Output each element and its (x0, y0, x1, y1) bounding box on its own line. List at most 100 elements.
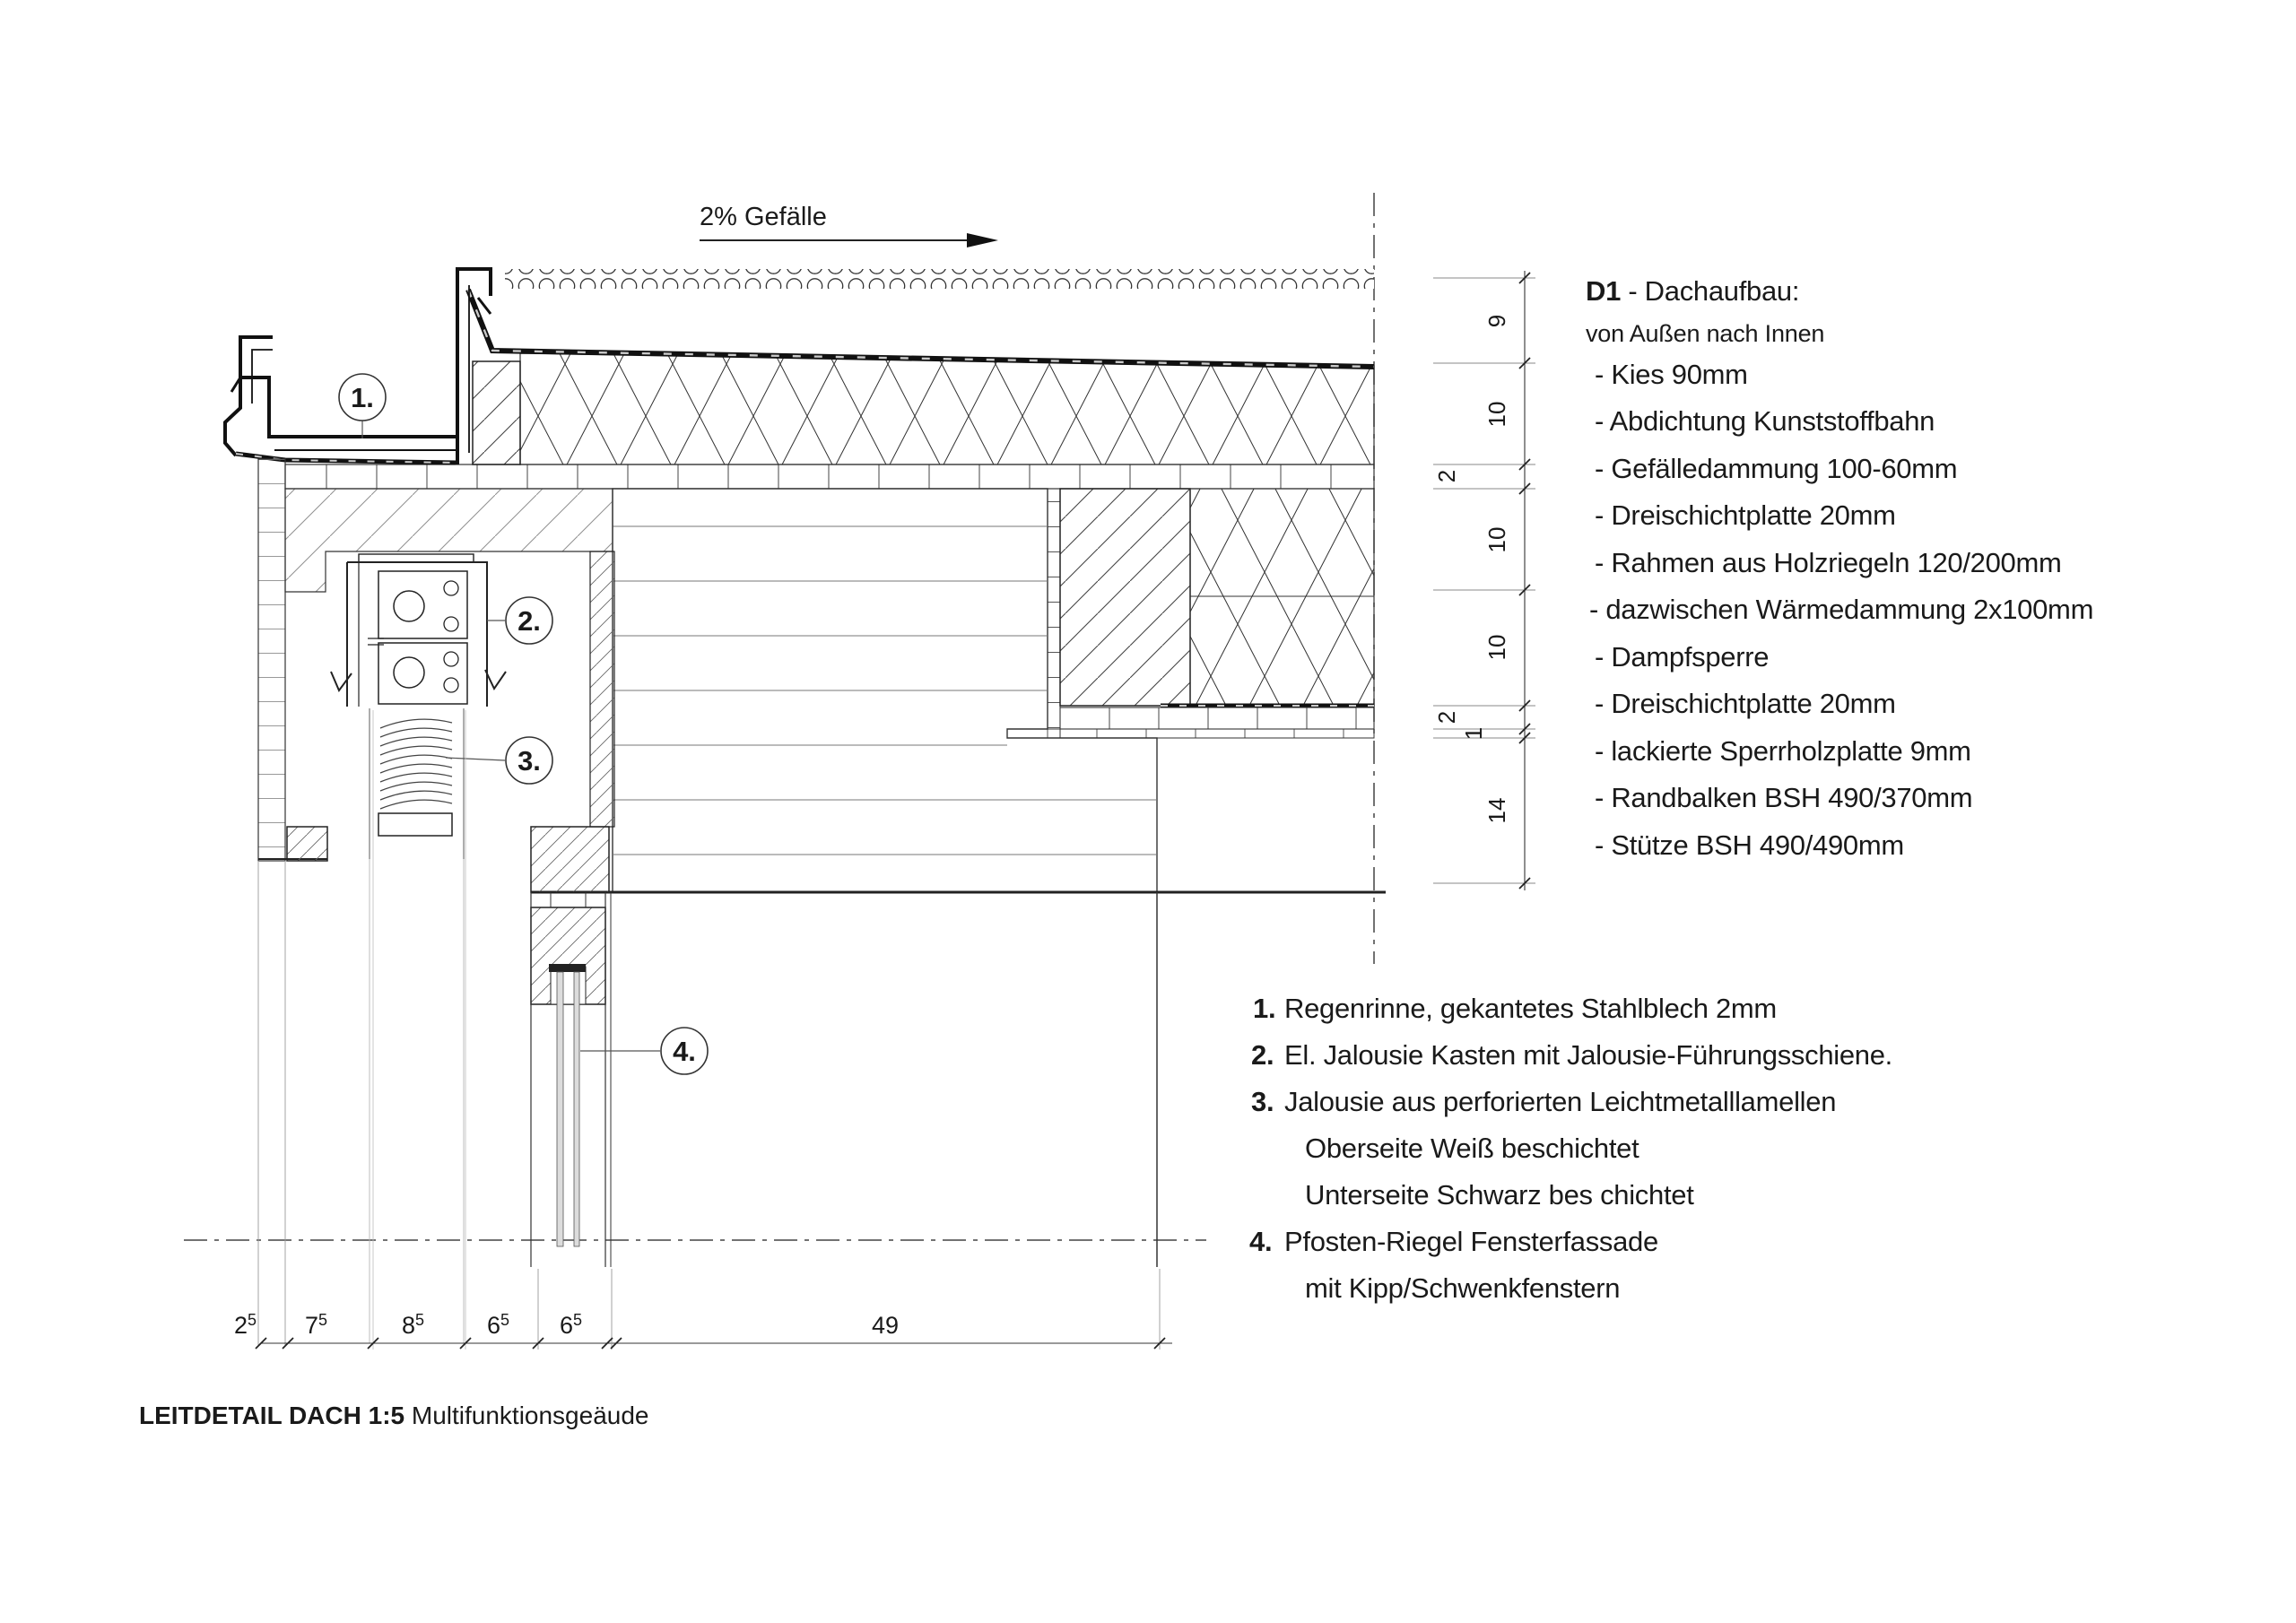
sheet-title: LEITDETAIL DACH 1:5 Multifunktionsgeäude (139, 1402, 649, 1429)
dim-b3: 85 (402, 1311, 424, 1339)
guide-bracket-block (286, 826, 328, 862)
box-mount-rail (358, 553, 474, 563)
beam-laminations (613, 525, 1157, 855)
note-3b: Oberseite Weiß beschichtet (1305, 1133, 1639, 1164)
legend-subtitle: von Außen nach Innen (1586, 320, 1824, 347)
inner-face-strip (589, 551, 615, 828)
legend-title: D1 - Dachaufbau: (1586, 275, 1799, 307)
note-3c: Unterseite Schwarz bes chichtet (1305, 1179, 1694, 1211)
callout-4-circle (660, 1027, 709, 1075)
edge-board-strip (1047, 488, 1061, 739)
gutter-hook-left (230, 377, 242, 393)
dimension-chain-right: 9 10 2 10 10 2 1 14 (1433, 271, 1535, 890)
callout-1-label: 1. (351, 382, 374, 413)
dim-b5: 65 (560, 1311, 582, 1339)
motor-upper-bolt-1 (443, 580, 459, 596)
note-2: 2.El. Jalousie Kasten mit Jalousie-Führu… (1251, 1039, 1892, 1071)
dim-b6: 49 (872, 1312, 899, 1339)
dimension-chain-bottom: 25 75 85 65 65 49 (234, 710, 1172, 1350)
legend-item-6: - dazwischen Wärmedammung 2x100mm (1589, 594, 2093, 625)
jalousie-box-outline (346, 561, 488, 707)
dim-b4: 65 (487, 1311, 509, 1339)
slope-annotation: 2% Gefälle (700, 203, 998, 247)
callout-3-circle (505, 736, 553, 785)
callout-2-circle (505, 596, 553, 645)
dim-r1: 9 (1483, 315, 1510, 327)
note-4b: mit Kipp/Schwenkfenstern (1305, 1272, 1620, 1304)
dim-r7: 1 (1460, 727, 1487, 740)
gutter-upstand (456, 267, 492, 464)
dim-ext-guides (372, 710, 466, 1350)
lamella-stack (379, 718, 453, 810)
dim-ext-right (537, 1269, 1161, 1350)
dim-ticks (255, 1337, 1166, 1350)
edge-wood-blocking (472, 360, 521, 465)
legend-item-5: - Rahmen aus Holzriegeln 120/200mm (1595, 547, 2062, 578)
motor-upper-bolt-2 (443, 616, 459, 632)
dim-r5: 10 (1483, 635, 1510, 661)
glazing-cap-profile (549, 964, 586, 972)
dim-ext-lines (1433, 277, 1535, 884)
holzriegel-rail (1059, 488, 1191, 707)
dim-r6: 2 (1433, 711, 1460, 724)
dim-r8: 14 (1483, 798, 1510, 824)
dreischichtplatte-top (284, 464, 1375, 490)
abdichtung-membrane (465, 288, 1375, 369)
motor-lower-bolt-1 (443, 651, 459, 667)
dim-b1: 25 (234, 1311, 257, 1339)
dreischichtplatte-ceiling (1059, 707, 1375, 730)
legend-item-9: - lackierte Sperrholzplatte 9mm (1595, 735, 1971, 767)
callout-4-label: 4. (673, 1036, 696, 1067)
roof-package (284, 288, 1375, 490)
right-roof-cavity (1006, 488, 1375, 739)
glazing-pocket (550, 966, 587, 1005)
slope-label: 2% Gefälle (700, 203, 827, 231)
legend-item-10: - Randbalken BSH 490/370mm (1595, 782, 1972, 813)
callout-3-leader (445, 757, 506, 761)
dim-r3: 2 (1433, 470, 1460, 482)
callouts: 1. 2. 3. 4. (338, 373, 709, 1075)
motor-lower-axle (393, 656, 425, 689)
note-1: 1.Regenrinne, gekantetes Stahlblech 2mm (1253, 993, 1777, 1024)
abdichtung-membrane-dashes (466, 289, 1375, 369)
legend-item-11: - Stütze BSH 490/490mm (1595, 829, 1904, 861)
legend-item-8: - Dreischichtplatte 20mm (1595, 688, 1896, 719)
motor-gap-ticks (368, 638, 384, 646)
legend-item-4: - Dreischichtplatte 20mm (1595, 499, 1896, 531)
movement-arrow-right (484, 669, 507, 690)
slope-arrow-head (967, 233, 998, 247)
gefaelledaemmung-insulation (519, 352, 1375, 465)
left-fascia (257, 458, 327, 1345)
legend-block: D1 - Dachaufbau: von Außen nach Innen - … (1586, 275, 2093, 861)
motor-lower-bolt-2 (443, 677, 459, 693)
outer-drip-flashing-inner (251, 349, 273, 404)
notes-block: 1.Regenrinne, gekantetes Stahlblech 2mm … (1249, 993, 1892, 1304)
legend-item-3: - Gefälledammung 100-60mm (1595, 453, 1957, 484)
dim-b2: 75 (305, 1311, 327, 1339)
note-4: 4.Pfosten-Riegel Fensterfassade (1249, 1226, 1658, 1257)
motor-upper-axle (393, 590, 425, 622)
sperrholzplatte-ceiling (1006, 728, 1375, 739)
note-3: 3.Jalousie aus perforierten Leichtmetall… (1251, 1086, 1836, 1117)
window-head-block (530, 826, 610, 893)
outer-drip-flashing (223, 335, 273, 457)
legend-item-1: - Kies 90mm (1595, 359, 1748, 390)
kies-gravel-row (505, 269, 1374, 289)
callout-3-label: 3. (517, 745, 541, 777)
dim-r4: 10 (1483, 527, 1510, 553)
movement-arrow-left (330, 671, 352, 692)
waermedaemmung-insulation (1189, 488, 1375, 707)
guide-rail-channel (369, 708, 465, 859)
glass-pane-inner (573, 971, 580, 1247)
callout-2-label: 2. (517, 605, 541, 637)
glass-pane-outer (556, 971, 564, 1247)
dim-r2: 10 (1483, 402, 1510, 428)
upstand-hook-tick (476, 297, 492, 315)
randbalken-beam (531, 488, 1386, 1267)
window-assembly (530, 826, 612, 1267)
head-connector-lines (550, 892, 587, 907)
dim-ticks-vertical (1518, 272, 1531, 890)
lamella-bottom-slat (378, 812, 453, 837)
